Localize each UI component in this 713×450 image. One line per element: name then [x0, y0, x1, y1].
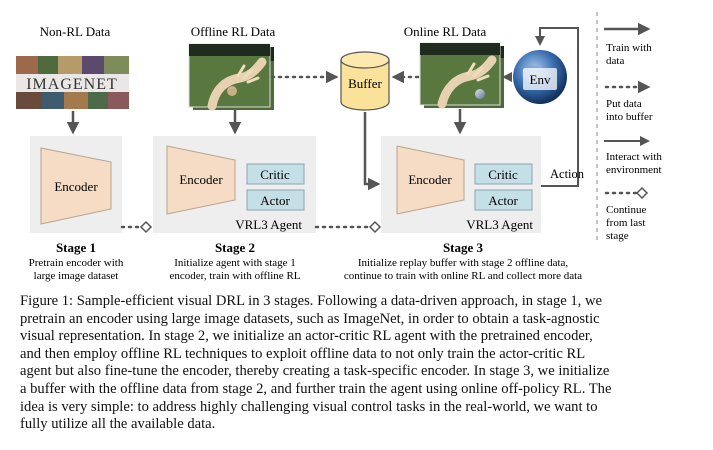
- caption-line: fully utilize all the available data.: [20, 416, 216, 433]
- caption-line: agent but also fine-tune the encoder, th…: [20, 363, 610, 380]
- legend-diamond-icon: [635, 186, 649, 200]
- stage3-critic-box: [474, 163, 533, 185]
- stage2-desc-2: encoder, train with offline RL: [169, 270, 300, 282]
- buffer-cylinder: Buffer: [340, 51, 390, 111]
- header-online: Online RL Data: [404, 24, 487, 39]
- stage3-encoder: [396, 145, 465, 215]
- legend-put-1: Put data: [606, 98, 642, 110]
- env-label: Env: [530, 72, 551, 87]
- stage3-agent-label: VRL3 Agent: [466, 217, 533, 232]
- stage2-desc-1: Initialize agent with stage 1: [174, 257, 296, 269]
- stage1-encoder: [40, 147, 112, 225]
- stage1-desc-1: Pretrain encoder with: [29, 257, 124, 269]
- legend: Train with data Put data into buffer Int…: [604, 22, 662, 242]
- header-offline: Offline RL Data: [191, 24, 276, 39]
- action-label: Action: [550, 167, 585, 181]
- legend-continue-3: stage: [606, 230, 629, 242]
- action-to-env-arrow: [535, 27, 579, 187]
- legend-continue-2: from last: [606, 217, 645, 229]
- stage3-actor-box: [474, 189, 533, 211]
- legend-train-2: data: [606, 55, 624, 67]
- stage2-actor-label: Actor: [260, 193, 290, 208]
- header-non-rl: Non-RL Data: [40, 24, 111, 39]
- stage2-critic-box: [246, 163, 305, 185]
- stage3-actor-label: Actor: [488, 193, 518, 208]
- stage2-critic-label: Critic: [260, 167, 290, 182]
- online-robot-image: [419, 42, 504, 109]
- stage3-desc-2: continue to train with online RL and col…: [344, 270, 582, 282]
- legend-put-2: into buffer: [606, 111, 653, 123]
- continue-diamond-1: [139, 220, 153, 234]
- pipeline-figure: Non-RL Data Offline RL Data Online RL Da…: [16, 12, 662, 282]
- stage2-actor-box: [246, 189, 305, 211]
- buffer-label: Buffer: [348, 76, 382, 91]
- stage1-title: Stage 1: [56, 240, 96, 255]
- stage3-critic-label: Critic: [488, 167, 518, 182]
- legend-interact-2: environment: [606, 164, 662, 176]
- stage2-encoder: [166, 145, 236, 215]
- imagenet-logo: IMAGENET: [26, 76, 118, 93]
- caption-line: and then employ offline RL techniques to…: [20, 345, 586, 362]
- env-globe: Env: [513, 50, 567, 104]
- buffer-to-stage3-arrow: [363, 112, 381, 191]
- legend-train-1: Train with: [606, 42, 652, 54]
- legend-continue-1: Continue: [606, 204, 646, 216]
- caption-line: visual representation. In stage 2, we in…: [20, 328, 593, 345]
- stage2-title: Stage 2: [215, 240, 255, 255]
- continue-diamond-2: [368, 220, 382, 234]
- stage2-encoder-label: Encoder: [179, 172, 223, 187]
- stage2-agent-label: VRL3 Agent: [235, 217, 302, 232]
- caption-line: pretrain an encoder using large image da…: [20, 310, 600, 327]
- stage3-title: Stage 3: [443, 240, 484, 255]
- stage3-desc-1: Initialize replay buffer with stage 2 of…: [358, 257, 569, 269]
- stage1-encoder-label: Encoder: [54, 179, 98, 194]
- offline-robot-image: [188, 43, 274, 111]
- imagenet-image: IMAGENET: [16, 56, 129, 109]
- stage3-encoder-label: Encoder: [408, 172, 452, 187]
- caption-line: Figure 1: Sample-efficient visual DRL in…: [20, 293, 602, 309]
- legend-interact-1: Interact with: [606, 151, 662, 163]
- caption-line: idea is very simple: to address highly c…: [20, 398, 598, 415]
- caption-line: a buffer with the offline data from stag…: [20, 380, 612, 397]
- figure-caption: Figure 1: Sample-efficient visual DRL in…: [20, 293, 696, 434]
- stage1-desc-2: large image dataset: [34, 270, 119, 282]
